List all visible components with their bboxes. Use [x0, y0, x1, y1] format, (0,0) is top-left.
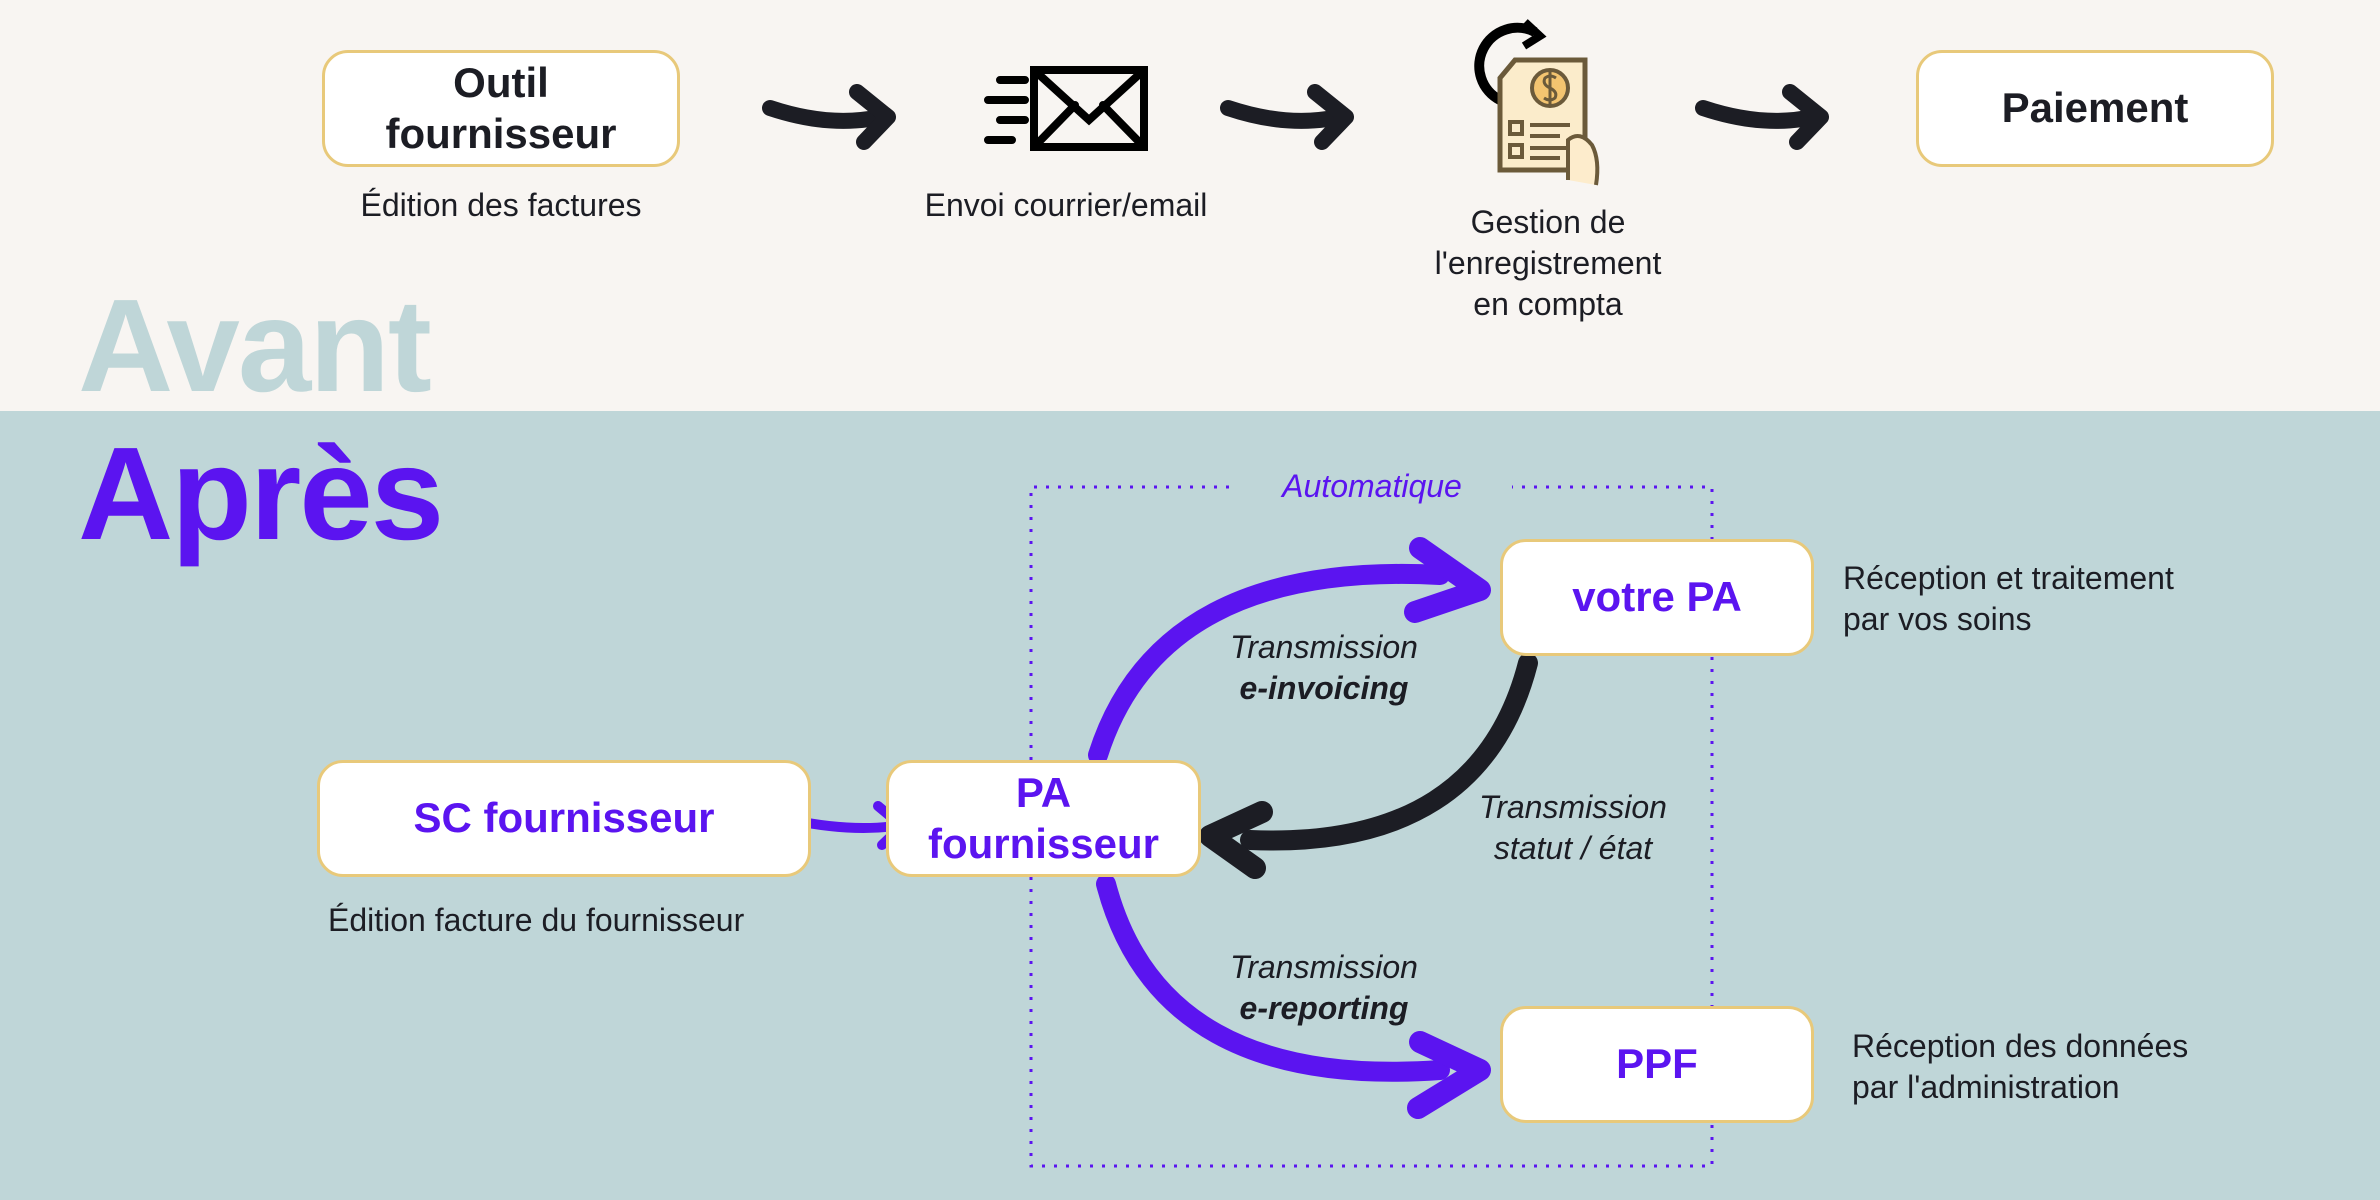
automatic-frame — [1029, 485, 1714, 1168]
e-invoicing-arrow-head — [1404, 537, 1491, 623]
votre-pa-box: votre PA — [1500, 539, 1814, 656]
gestion-caption-2: l'enregistrement — [1434, 245, 1662, 281]
outil-fournisseur-box: Outil fournisseur — [322, 50, 680, 167]
ppf-caption-1: Réception des données — [1852, 1028, 2189, 1064]
arrow-2-head — [1307, 84, 1354, 150]
envoi-caption: Envoi courrier/email — [924, 187, 1208, 223]
edition-factures-caption: Édition des factures — [360, 187, 642, 223]
envelope-send-icon — [984, 66, 1148, 151]
arrow-3 — [1695, 100, 1821, 129]
ppf-caption-2: par l'administration — [1852, 1069, 2120, 1105]
gestion-caption-3: en compta — [1473, 286, 1623, 322]
e-reporting-arrow — [1096, 874, 1450, 1082]
avant-title: Avant — [78, 272, 432, 419]
arrow-1-head — [849, 84, 896, 150]
votre-pa-caption-2: par vos soins — [1843, 601, 2032, 637]
statut-label-1: Transmission — [1479, 789, 1667, 825]
automatique-label: Automatique — [1282, 468, 1462, 504]
sc-fournisseur-box: SC fournisseur — [317, 760, 811, 877]
e-invoicing-arrow — [1088, 564, 1450, 765]
statut-arrow — [1240, 653, 1538, 851]
statut-arrow-head — [1199, 801, 1273, 879]
invoice-document-icon — [1474, 19, 1600, 186]
ppf-box: PPF — [1500, 1006, 1814, 1123]
votre-pa-caption-1: Réception et traitement — [1843, 560, 2174, 596]
e-invoicing-label-1: Transmission — [1230, 629, 1418, 665]
statut-label-2: statut / état — [1493, 830, 1653, 866]
e-reporting-label-1: Transmission — [1230, 949, 1418, 985]
e-reporting-arrow-head — [1407, 1031, 1491, 1119]
pa-fournisseur-box: PA fournisseur — [886, 760, 1201, 877]
arrow-2 — [1220, 100, 1346, 129]
paiement-box: Paiement — [1916, 50, 2274, 167]
arrow-1 — [762, 100, 888, 129]
sc-caption: Édition facture du fournisseur — [328, 902, 745, 938]
e-invoicing-label-2: e-invoicing — [1239, 670, 1409, 706]
arrow-3-head — [1782, 84, 1829, 150]
e-reporting-label-2: e-reporting — [1239, 990, 1409, 1026]
gestion-caption-1: Gestion de — [1470, 204, 1626, 240]
apres-title: Après — [78, 420, 444, 567]
